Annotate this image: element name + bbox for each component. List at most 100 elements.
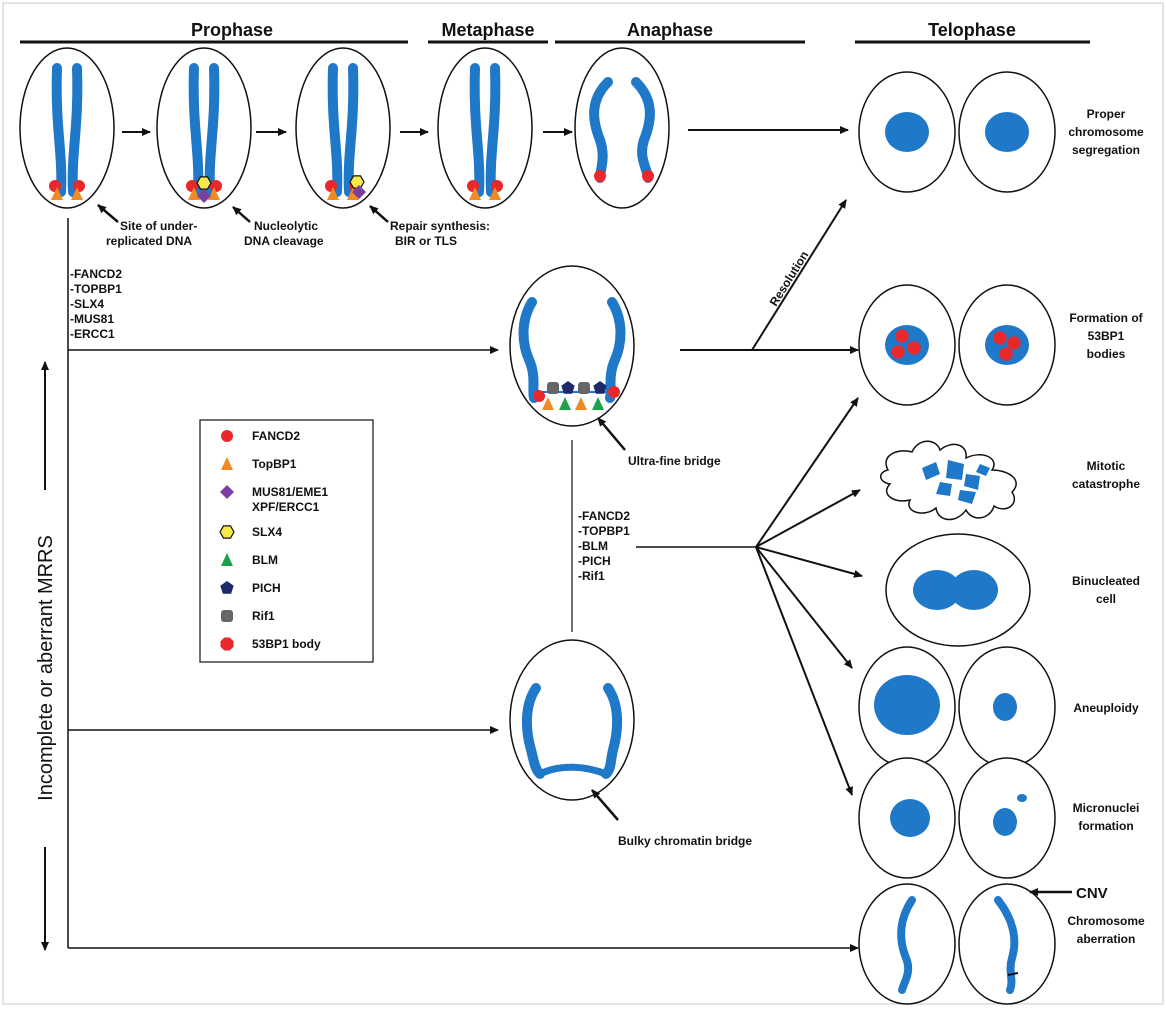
bodies-53bp1-left-1 (908, 342, 921, 355)
prophase-cell-2-group (157, 48, 251, 208)
bulky-bridge-cell-group (510, 640, 634, 800)
annotation-cleavage-line1: Nucleolytic (254, 219, 318, 233)
deficiency-1-item: -FANCD2 (70, 267, 122, 281)
outcome-label-catastrophe: catastrophe (1072, 477, 1140, 491)
bodies-53bp1-left-0 (896, 330, 909, 343)
prophase-cell-1-fancd2-right (73, 180, 85, 192)
anaphase-top-fancd2-right (642, 170, 654, 182)
annotation-site-line2: replicated DNA (106, 234, 192, 248)
aneuploidy-nucleus-small (993, 693, 1017, 721)
legend-label-4: BLM (252, 553, 278, 567)
legend-label-6: Rif1 (252, 609, 275, 623)
bodies-53bp1-right-0 (994, 332, 1007, 345)
prophase-cell-3-group (296, 48, 390, 208)
bodies-nucleus-left (885, 325, 929, 365)
legend-label-0: FANCD2 (252, 429, 300, 443)
outcome-label-micronuclei: formation (1078, 819, 1133, 833)
outcome-label-aberration: aberration (1077, 932, 1136, 946)
bodies-53bp1-right-1 (1008, 337, 1021, 350)
side-label: Incomplete or aberrant MRRS (35, 535, 57, 801)
uf-fancd2-right (608, 386, 620, 398)
uf-fancd2-left (533, 390, 545, 402)
prophase-cell-3-chromatid-left (333, 68, 338, 192)
outcome-label-binucleated: Binucleated (1072, 574, 1140, 588)
label-cnv: CNV (1076, 885, 1108, 902)
prophase-cell-2-fancd2-left (186, 180, 198, 192)
outcome-label-micronuclei: Micronuclei (1073, 801, 1140, 815)
legend-label-2: MUS81/EME1 (252, 485, 328, 499)
deficiency-1-item: -MUS81 (70, 312, 114, 326)
outcome-label-catastrophe: Mitotic (1087, 459, 1126, 473)
metaphase-cell-chromatid-right (491, 68, 496, 192)
deficiency-2-item: -PICH (578, 554, 611, 568)
annotation-site-line1: Site of under- (120, 219, 197, 233)
uf-rif1-1 (547, 382, 559, 394)
prophase-cell-2-slx4 (197, 177, 211, 189)
bodies-53bp1-right-2 (1000, 348, 1013, 361)
micronuclei-nucleus-right (993, 808, 1017, 836)
prophase-cell-1-chromatid-left (57, 68, 62, 192)
micronucleus (1017, 794, 1027, 802)
metaphase-cell-group (438, 48, 532, 208)
outcome-label-binucleated: cell (1096, 592, 1116, 606)
metaphase-cell (438, 48, 532, 208)
outcome-label-proper: segregation (1072, 143, 1140, 157)
metaphase-cell-chromatid-left (475, 68, 480, 192)
bodies-53bp1-left-2 (892, 346, 905, 359)
prophase-cell-3 (296, 48, 390, 208)
deficiency-2-item: -TOPBP1 (578, 524, 630, 538)
annotation-repair-line1: Repair synthesis: (390, 219, 490, 233)
deficiency-1-item: -SLX4 (70, 297, 104, 311)
deficiency-1-item: -TOPBP1 (70, 282, 122, 296)
outcome-label-bodies: bodies (1087, 347, 1126, 361)
label-ultrafine-bridge: Ultra-fine bridge (628, 454, 721, 468)
annotation-cleavage-line2: DNA cleavage (244, 234, 324, 248)
legend-label-3: SLX4 (252, 525, 282, 539)
outcome-label-aberration: Chromosome (1067, 914, 1145, 928)
anaphase-cell-top (575, 48, 669, 208)
anaphase-top-fancd2-left (594, 170, 606, 182)
label-bulky-bridge: Bulky chromatin bridge (618, 834, 752, 848)
anaphase-cell-top-group (575, 48, 669, 208)
legend-symbol-6 (221, 610, 233, 622)
legend-symbol-0 (221, 430, 233, 442)
prophase-cell-1-fancd2-left (49, 180, 61, 192)
prophase-cell-1 (20, 48, 114, 208)
prophase-cell-1-group (20, 48, 114, 208)
uf-rif1-2 (578, 382, 590, 394)
phase-header-anaphase: Anaphase (627, 20, 713, 40)
proper-nucleus-left (885, 112, 929, 152)
legend-label-1: TopBP1 (252, 457, 297, 471)
deficiency-2-item: -Rif1 (578, 569, 605, 583)
legend-label-7: 53BP1 body (252, 637, 321, 651)
deficiency-2-item: -FANCD2 (578, 509, 630, 523)
outcome-label-bodies: 53BP1 (1088, 329, 1125, 343)
micronuclei-nucleus-left (890, 799, 930, 837)
prophase-cell-3-fancd2-left (325, 180, 337, 192)
prophase-cell-2-chromatid-right (210, 68, 215, 192)
phase-header-prophase: Prophase (191, 20, 273, 40)
metaphase-cell-fancd2-right (491, 180, 503, 192)
phase-header-metaphase: Metaphase (441, 20, 534, 40)
outcome-label-proper: Proper (1087, 107, 1126, 121)
aneuploidy-nucleus-large (874, 675, 940, 735)
prophase-cell-2-fancd2-right (210, 180, 222, 192)
deficiency-2-item: -BLM (578, 539, 608, 553)
outcome-label-bodies: Formation of (1069, 311, 1143, 325)
legend-label-5: PICH (252, 581, 281, 595)
phase-header-telophase: Telophase (928, 20, 1016, 40)
outcome-label-proper: chromosome (1068, 125, 1144, 139)
ultrafine-bridge-cell-group (510, 266, 634, 426)
deficiency-1-item: -ERCC1 (70, 327, 115, 341)
outcome-label-aneuploidy: Aneuploidy (1073, 701, 1139, 715)
proper-nucleus-right (985, 112, 1029, 152)
prophase-cell-1-chromatid-right (73, 68, 78, 192)
legend-label-2: XPF/ERCC1 (252, 500, 320, 514)
binucleated-nucleus-right (950, 570, 998, 610)
legend-symbol-3 (220, 526, 234, 538)
prophase-cell-3-chromatid-right (349, 68, 354, 192)
prophase-cell-2-chromatid-left (194, 68, 199, 192)
annotation-repair-line2: BIR or TLS (395, 234, 457, 248)
